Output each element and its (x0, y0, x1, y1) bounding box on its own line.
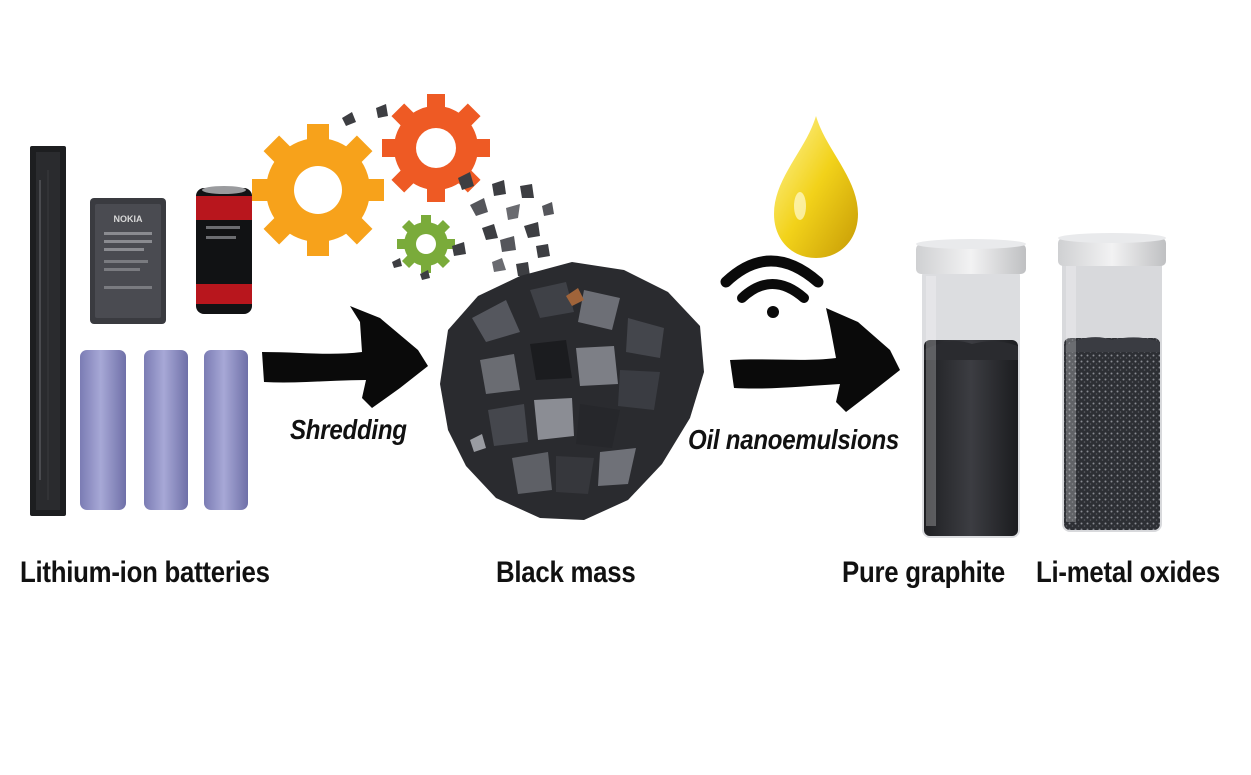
black-mass-pile (440, 262, 704, 520)
arrow-icon (730, 308, 900, 412)
arrow-icon (262, 306, 428, 408)
gear-icon (252, 124, 384, 256)
label-li-metal-oxides: Li-metal oxides (1036, 556, 1220, 589)
label-black-mass: Black mass (496, 556, 636, 589)
battery-phone: NOKIA (90, 198, 166, 324)
label-oil-nanoemulsions: Oil nanoemulsions (688, 424, 900, 455)
label-lithium-ion-batteries: Lithium-ion batteries (20, 556, 270, 589)
gear-icon (397, 215, 455, 273)
wifi-signal-icon (720, 255, 824, 318)
battery-cylindrical-cells (80, 350, 248, 510)
battery-d-cell (196, 186, 252, 314)
battery-pack-laptop (30, 146, 66, 516)
phone-battery-brand: NOKIA (114, 214, 144, 224)
label-shredding: Shredding (290, 414, 407, 445)
gear-icon (382, 94, 490, 202)
jar-pure-graphite (916, 239, 1026, 538)
oil-drop-icon (774, 116, 858, 258)
shredded-fragments (342, 104, 554, 280)
label-pure-graphite: Pure graphite (842, 556, 1005, 589)
jar-li-metal-oxides (1058, 233, 1166, 532)
